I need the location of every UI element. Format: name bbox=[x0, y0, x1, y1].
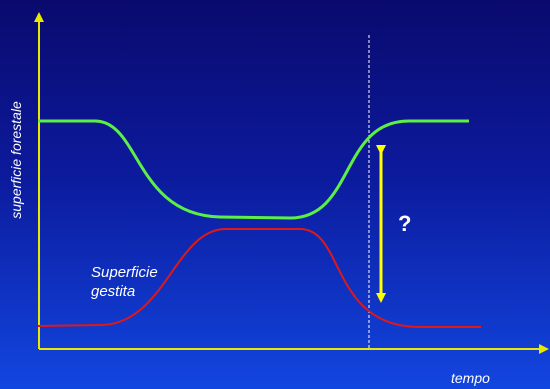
managed-area-curve bbox=[37, 228, 481, 328]
managed-area-label-line2: gestita bbox=[91, 283, 135, 300]
question-mark: ? bbox=[398, 211, 411, 236]
x-axis-label: tempo bbox=[451, 370, 490, 386]
y-axis-label: superficie forestale bbox=[8, 101, 24, 219]
forest-area-curve bbox=[38, 119, 469, 220]
managed-area-label-line1: Superficie bbox=[91, 264, 158, 281]
y-axis-arrowhead bbox=[34, 12, 44, 22]
x-axis-arrowhead bbox=[539, 344, 549, 354]
